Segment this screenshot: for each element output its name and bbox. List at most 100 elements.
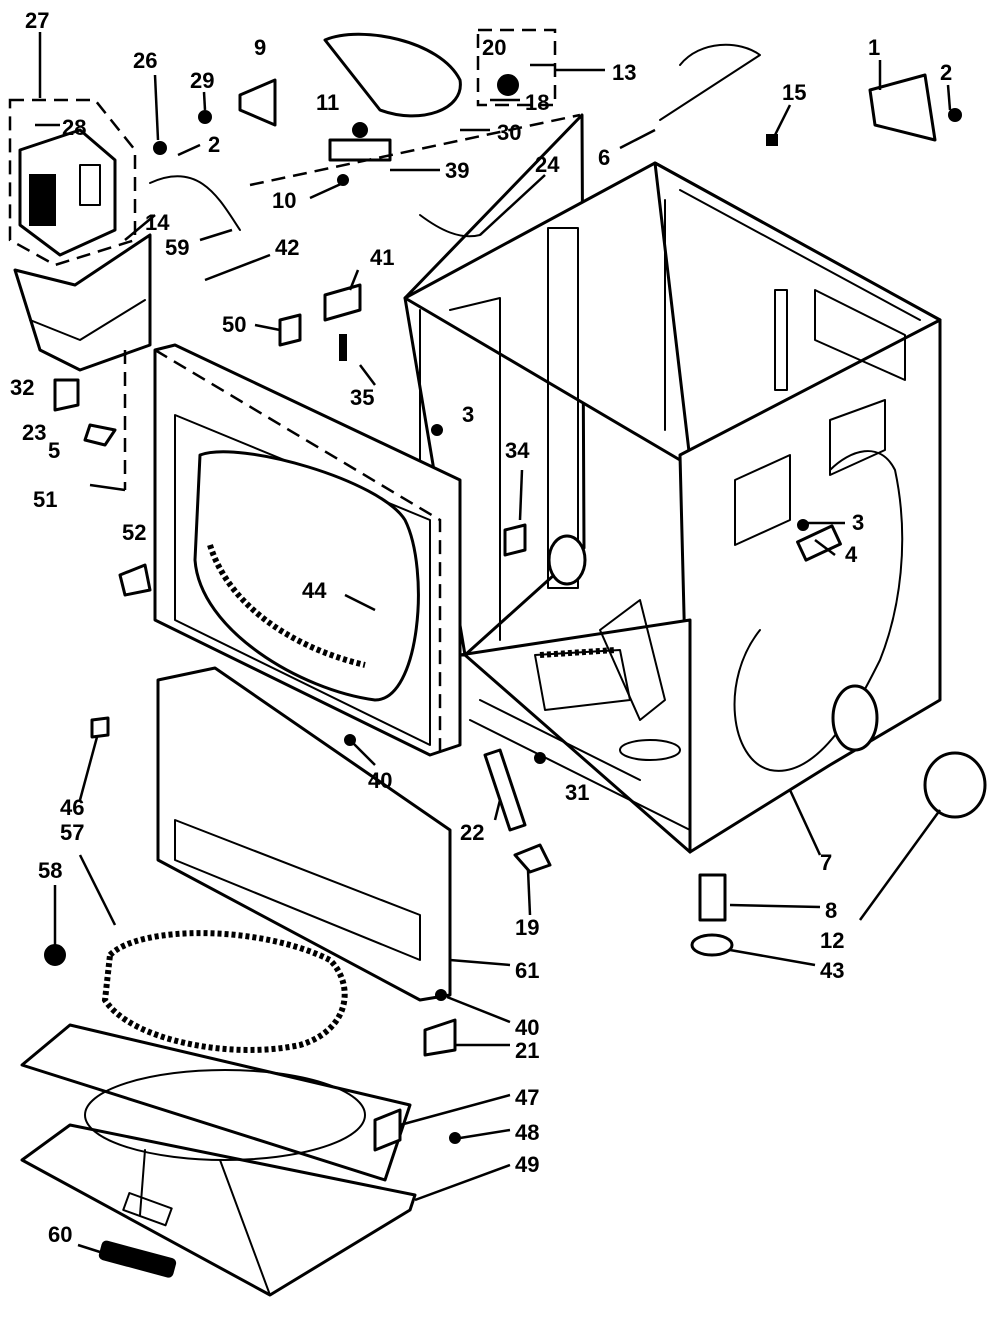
callout-22: 22 xyxy=(460,820,484,845)
callout-27: 27 xyxy=(25,8,49,33)
leader-61 xyxy=(449,958,511,967)
callout-24: 24 xyxy=(535,152,560,177)
door-latch-slot xyxy=(122,1192,173,1227)
callout-18: 18 xyxy=(525,90,549,115)
bumper-58 xyxy=(44,944,66,966)
door-opening xyxy=(193,450,420,702)
strike-52 xyxy=(118,563,152,597)
switch-23 xyxy=(53,378,80,412)
leader-50 xyxy=(254,323,281,332)
callout-35: 35 xyxy=(350,385,374,410)
leader-6 xyxy=(619,128,656,150)
callout-6: 6 xyxy=(598,145,610,170)
toe-panel-body xyxy=(156,666,452,1002)
motor-mount xyxy=(619,739,681,761)
callout-51: 51 xyxy=(33,487,57,512)
screw-40b xyxy=(435,989,447,1001)
leader-40a xyxy=(349,739,376,766)
side-panel-recess xyxy=(734,454,791,546)
screw-10 xyxy=(337,174,349,186)
leader-42 xyxy=(204,253,271,282)
screw-31 xyxy=(534,752,546,764)
pulley-18 xyxy=(497,74,519,96)
screw-3a xyxy=(431,424,443,436)
callout-9: 9 xyxy=(254,35,266,60)
leader-46 xyxy=(78,736,99,801)
leader-19 xyxy=(526,869,532,916)
leader-lines xyxy=(35,32,952,1254)
callout-31: 31 xyxy=(565,780,589,805)
callout-1: 1 xyxy=(868,35,880,60)
foot-8 xyxy=(698,873,727,922)
callout-29: 29 xyxy=(190,68,214,93)
door-window xyxy=(84,1069,366,1161)
callout-57: 57 xyxy=(60,820,84,845)
wire-harness xyxy=(733,450,904,772)
drum-support-hole xyxy=(547,534,587,586)
switch-41 xyxy=(323,283,362,322)
callout-10: 10 xyxy=(272,188,296,213)
wire-24 xyxy=(419,214,481,238)
power-cord-6 xyxy=(659,43,761,121)
callout-2b: 2 xyxy=(208,132,220,157)
front-panel-dash xyxy=(154,348,442,755)
door-inner-panel xyxy=(20,1023,412,1182)
clip-50 xyxy=(278,313,302,347)
leader-41 xyxy=(348,269,360,291)
callout-14: 14 xyxy=(145,210,170,235)
leveling-leg-43 xyxy=(690,933,734,957)
control-bracket xyxy=(13,233,152,490)
door-outer-panel xyxy=(20,1123,417,1297)
base-channel xyxy=(469,699,691,831)
leader-44 xyxy=(344,593,376,612)
front-panel xyxy=(153,343,462,757)
base-rail-hatch xyxy=(539,647,616,658)
leader-49 xyxy=(414,1163,511,1202)
timer-side xyxy=(79,164,101,206)
console-bracket xyxy=(13,233,152,372)
callout-47: 47 xyxy=(515,1085,539,1110)
timer-face xyxy=(29,174,56,226)
hinge-47 xyxy=(373,1108,402,1152)
exhaust-hood-12 xyxy=(923,751,987,819)
callout-34: 34 xyxy=(505,438,530,463)
access-cover-1 xyxy=(868,73,937,142)
bracket-39 xyxy=(328,138,392,162)
cabinet-rear-lines xyxy=(664,189,921,431)
leader-51 xyxy=(89,483,126,492)
cabinet xyxy=(403,113,942,854)
callout-23: 23 xyxy=(22,420,46,445)
callout-40b: 40 xyxy=(515,1015,539,1040)
rear-vent-grille xyxy=(814,289,906,381)
callout-44: 44 xyxy=(302,578,327,603)
callout-61: 61 xyxy=(515,958,539,983)
leader-8 xyxy=(729,903,821,909)
screw-3b xyxy=(797,519,809,531)
clip-9 xyxy=(238,78,277,127)
callout-48: 48 xyxy=(515,1120,539,1145)
callout-13: 13 xyxy=(612,60,636,85)
callout-4: 4 xyxy=(845,542,858,567)
callout-32: 32 xyxy=(10,375,34,400)
spring-22 xyxy=(483,748,527,832)
leader-47 xyxy=(399,1093,511,1127)
callout-2a: 2 xyxy=(940,60,952,85)
leader-22 xyxy=(493,799,502,821)
callout-labels: 27 26 29 9 20 13 18 1 2 28 2 11 30 15 6 … xyxy=(10,8,952,1247)
hinge-21 xyxy=(423,1018,457,1057)
leader-12 xyxy=(858,809,942,921)
callout-46: 46 xyxy=(60,795,84,820)
callout-28: 28 xyxy=(62,115,86,140)
top-dash xyxy=(249,113,581,187)
console-bracket-line xyxy=(29,299,146,341)
door-liner-lines xyxy=(139,1149,271,1296)
screw-2a xyxy=(948,108,962,122)
leader-2b xyxy=(177,143,201,157)
callout-7: 7 xyxy=(820,850,832,875)
leader-26 xyxy=(153,74,160,141)
screw-26 xyxy=(153,141,167,155)
leader-57 xyxy=(78,854,117,926)
switch-34 xyxy=(503,523,527,557)
clip-5 xyxy=(83,423,117,447)
leader-34 xyxy=(518,469,524,521)
